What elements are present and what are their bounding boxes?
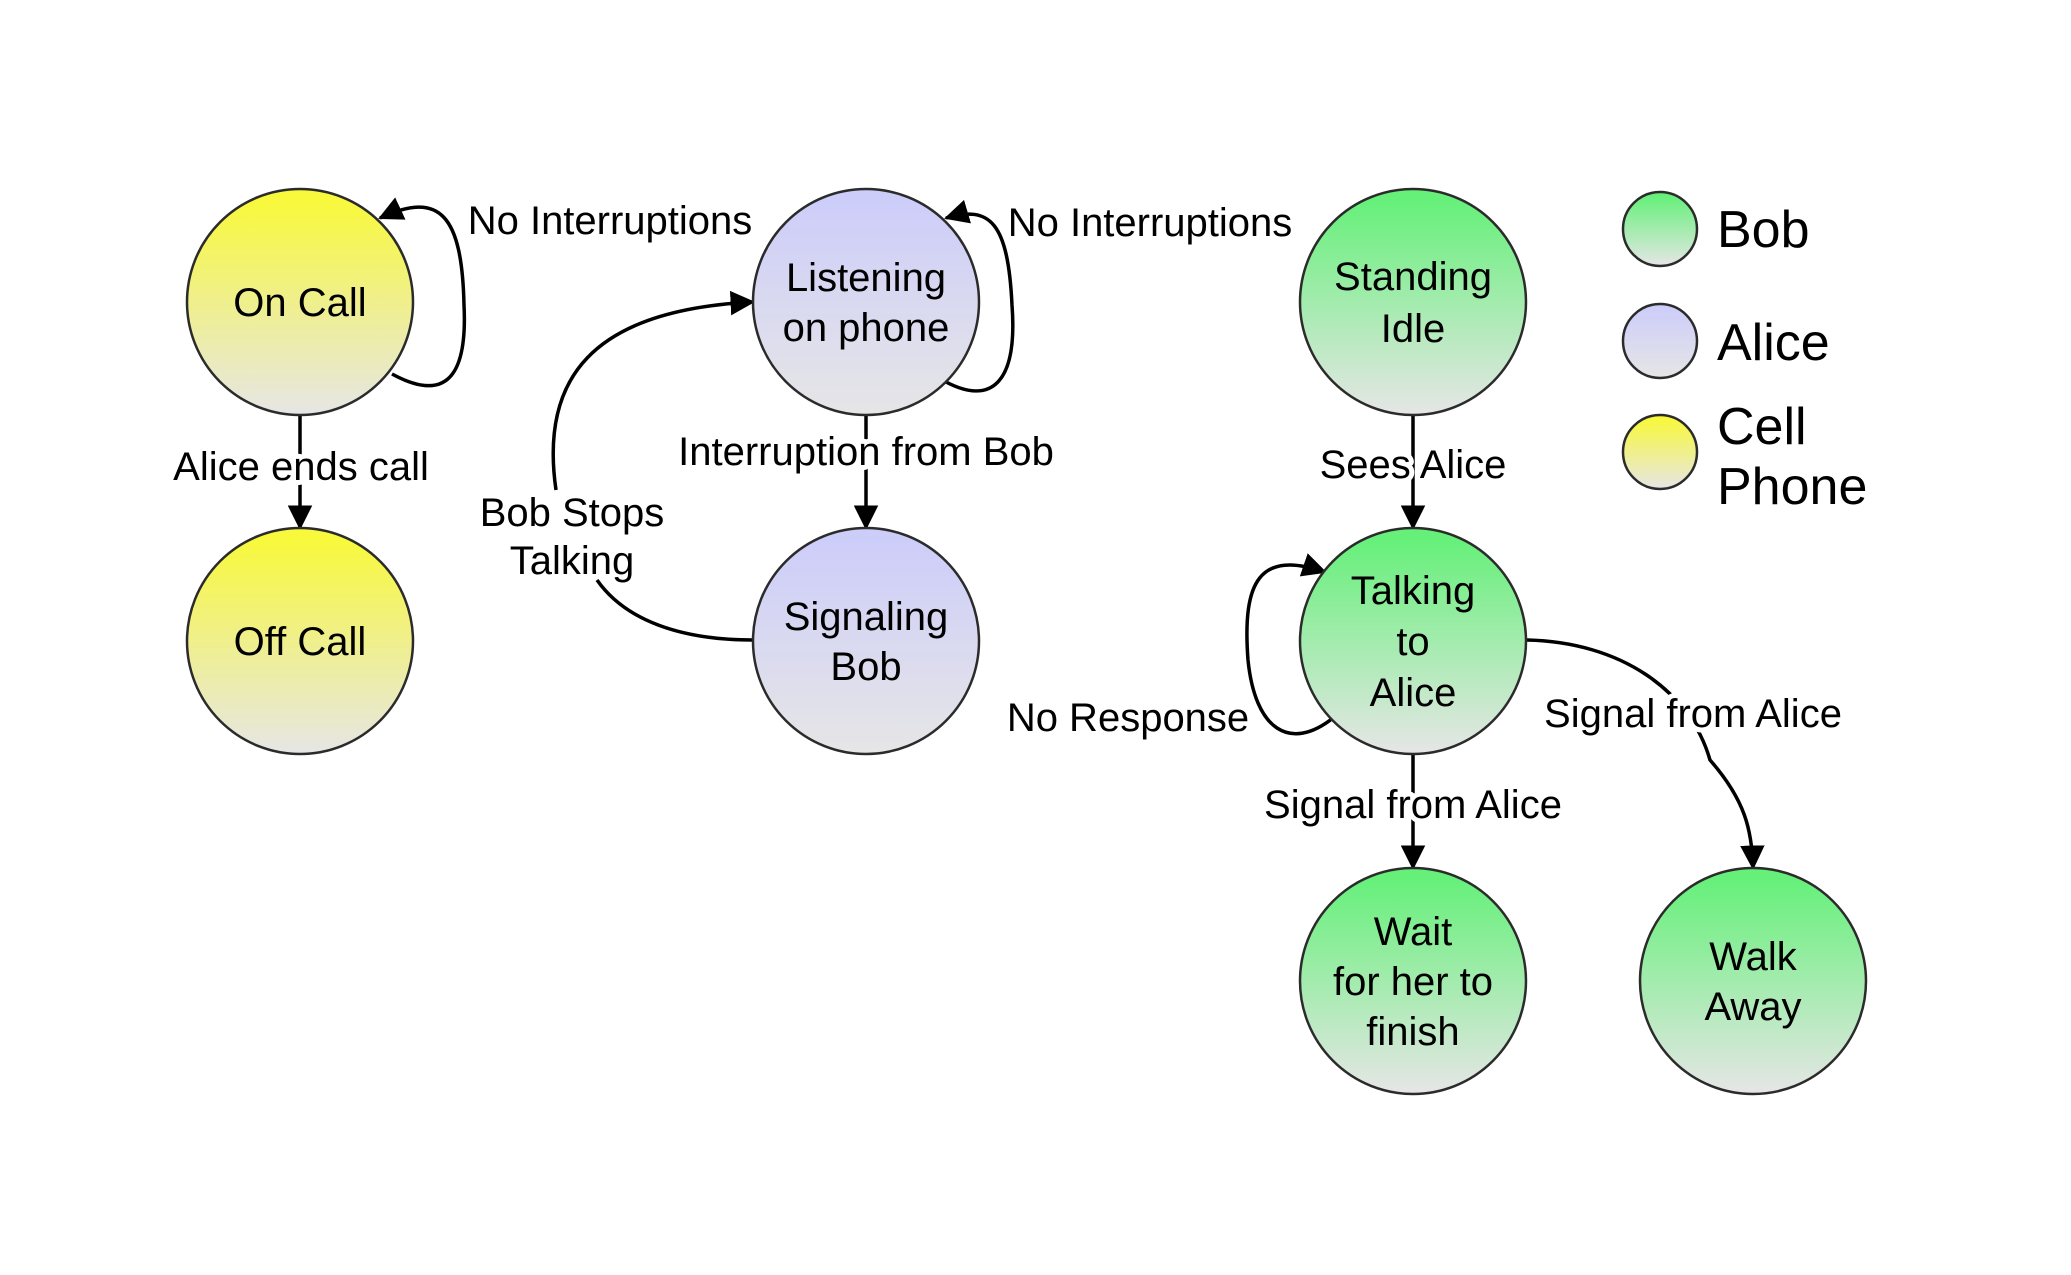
text-line: No Response [1007,696,1249,740]
state-circle [751,187,981,417]
edge-label-on-call-self: No Interruptions [468,199,753,243]
text-line: Signaling [784,595,949,639]
text-line: Wait [1374,910,1453,954]
edge-on-call-self-loop [378,197,467,388]
text-line: Talking [1351,569,1476,613]
text-line: Talking [510,539,635,583]
text-line: Phone [1717,458,1867,516]
text-line: Bob [1717,201,1810,259]
state-circle [185,187,415,417]
state-label: Wait for her to finish [1333,910,1493,1054]
state-circle [1298,187,1528,417]
edge-label-idle-to-talking: Sees Alice [1320,443,1507,487]
legend-swatch [1621,190,1699,268]
state-circle [1298,866,1528,1096]
text-line: On Call [233,281,366,325]
legend-swatch [1621,413,1699,491]
text-line: Alice [1370,671,1457,715]
edge-listening-self-loop [944,199,1015,393]
text-line: Cell [1717,398,1807,456]
legend-swatch [1621,302,1699,380]
state-node-off-call: Off Call [185,526,415,756]
text-line: Off Call [234,620,367,664]
text-line: Listening [786,256,946,300]
edge-talking-to-walk [1526,638,1765,871]
text-line: Idle [1381,307,1446,351]
text-line: Bob [830,645,901,689]
legend-item-alice: Alice [1621,302,1830,380]
state-node-listening-on-phone: Listening on phone [751,187,981,417]
text-line: Signal from Alice [1544,692,1842,736]
state-circle [1638,866,1868,1096]
state-label: Listening on phone [783,256,950,350]
state-circle [751,526,981,756]
state-circle [185,526,415,756]
edge-label-on-call-to-off-call: Alice ends call [173,445,429,489]
text-line: Bob Stops [480,491,665,535]
legend-label: Alice [1717,314,1830,372]
text-line: Walk [1709,935,1797,979]
edge-label-talking-to-walk: Signal from Alice [1544,692,1842,736]
text-line: No Interruptions [468,199,753,243]
edge-label-talking-self: No Response [1007,696,1249,740]
state-circle [1298,526,1528,756]
text-line: Alice [1717,314,1830,372]
legend-item-bob: Bob [1621,190,1810,268]
text-line: on phone [783,306,950,350]
text-line: to [1396,620,1429,664]
text-line: Signal from Alice [1264,783,1562,827]
text-line: Alice ends call [173,445,429,489]
edge-talking-self-loop [1245,553,1335,736]
state-label: Off Call [234,620,367,664]
state-label: On Call [233,281,366,325]
legend-label: Bob [1717,201,1810,259]
text-line: No Interruptions [1008,201,1293,245]
state-node-wait-for-her-to-finish: Wait for her to finish [1298,866,1528,1096]
edge-label-listening-self: No Interruptions [1008,201,1293,245]
text-line: Away [1704,985,1801,1029]
edge-signaling-to-listening [551,302,753,642]
text-line: Sees Alice [1320,443,1507,487]
edge-label-talking-to-wait: Signal from Alice [1264,783,1562,827]
edge-label-listening-to-signaling: Interruption from Bob [678,430,1054,474]
text-line: for her to [1333,960,1493,1004]
text-line: Standing [1334,255,1492,299]
state-node-on-call: On Call [185,187,415,417]
text-line: finish [1366,1010,1459,1054]
text-line: Interruption from Bob [678,430,1054,474]
